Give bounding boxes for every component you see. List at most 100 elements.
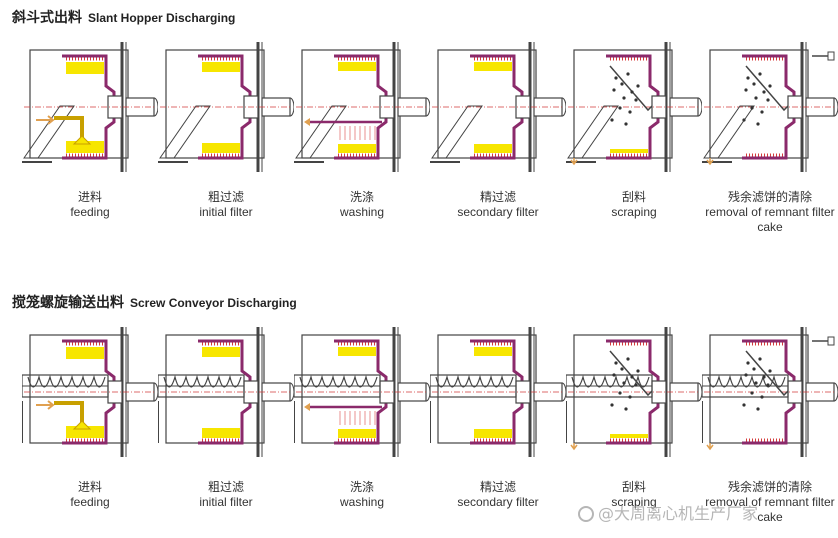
centrifuge-diagram — [566, 42, 702, 172]
shaft-end — [833, 97, 838, 117]
row-title-hopper-en: Slant Hopper Discharging — [88, 11, 236, 25]
feed-pipe — [54, 401, 84, 423]
screw-flight — [27, 374, 106, 388]
diagram-panel — [430, 40, 566, 175]
watermark-text: @大周离心机生产厂家 — [598, 504, 759, 523]
watermark: @大周离心机生产厂家 — [578, 500, 758, 524]
step-caption-cn: 进料 — [77, 190, 102, 204]
scraper-blade — [745, 65, 789, 112]
cake-particle — [750, 106, 754, 110]
cake-particle — [746, 361, 750, 365]
cake-particle — [768, 369, 772, 373]
wash-arrow-icon — [304, 118, 310, 126]
row-title-screw-cn: 搅笼螺旋输送出料 — [12, 295, 124, 311]
cake-particle — [620, 82, 624, 86]
centrifuge-diagram — [702, 42, 838, 172]
cake-particle — [758, 357, 762, 361]
scraper-blade — [609, 65, 653, 112]
centrifuge-diagram — [430, 42, 566, 172]
step-caption-cn: 刮料 — [621, 190, 646, 204]
gas-knife-valve — [827, 336, 835, 346]
centrifuge-diagram — [294, 327, 430, 457]
step-caption-cn: 残余滤饼的清除 — [727, 190, 812, 204]
diagram-panel — [702, 40, 838, 175]
cake-particle — [636, 84, 640, 88]
hopper-chute — [159, 105, 211, 159]
centrifuge-diagram — [294, 42, 430, 172]
cake-particle — [622, 381, 626, 385]
filter-cake-bottom — [338, 429, 376, 438]
step-caption-cn: 洗涤 — [349, 190, 374, 204]
cake-particle — [752, 82, 756, 86]
diagram-panel — [430, 325, 566, 460]
diagram-panel — [294, 325, 430, 460]
filter-cake-bottom — [474, 429, 512, 438]
cake-particle — [614, 361, 618, 365]
step-caption-en: removal of remnant filter cake — [705, 495, 835, 524]
cake-particle — [628, 110, 632, 114]
row-title-screw-en: Screw Conveyor Discharging — [130, 296, 297, 310]
filter-cake-top — [474, 62, 512, 71]
filter-cake-top — [474, 347, 512, 356]
shaft-end — [289, 97, 294, 117]
shaft-end — [425, 382, 430, 402]
hopper-chute — [295, 105, 347, 159]
cake-particle — [754, 96, 758, 100]
diagram-panel — [158, 40, 294, 175]
step-caption-cn: 进料 — [77, 480, 102, 494]
cake-particle — [614, 76, 618, 80]
diagram-panel — [702, 325, 838, 460]
cake-particle — [634, 98, 638, 102]
cake-particle — [610, 403, 614, 407]
cake-particle — [744, 373, 748, 377]
shaft-end — [153, 97, 158, 117]
step-caption-cn: 粗过滤 — [207, 190, 244, 204]
cake-particle — [754, 381, 758, 385]
cake-particle — [630, 375, 634, 379]
step-caption-en: initial filter — [199, 495, 253, 509]
step-caption-cn: 精过滤 — [479, 480, 516, 494]
step-caption-cn: 刮料 — [621, 480, 646, 494]
cake-particle — [760, 395, 764, 399]
screw-flight — [299, 374, 378, 388]
shaft-end — [833, 382, 838, 402]
step-caption-en: feeding — [70, 205, 110, 219]
cake-particle — [746, 76, 750, 80]
cake-particle — [766, 383, 770, 387]
screw-flight — [435, 374, 514, 388]
shaft-end — [425, 97, 430, 117]
feed-pipe — [54, 116, 84, 138]
centrifuge-diagram — [22, 42, 158, 172]
scraper-blade — [745, 350, 789, 397]
cake-particle — [756, 122, 760, 126]
filter-cake-top — [66, 347, 104, 359]
step-caption-en: scraping — [611, 205, 657, 219]
step-caption-en: initial filter — [199, 205, 253, 219]
step-caption-en: removal of remnant filter cake — [705, 205, 835, 234]
row-title-screw: 搅笼螺旋输送出料 Screw Conveyor Discharging — [12, 292, 297, 312]
shaft-end — [697, 382, 702, 402]
cake-particle — [636, 369, 640, 373]
diagram-panel — [566, 40, 702, 175]
filter-cake-bottom — [338, 144, 376, 153]
shaft-end — [289, 382, 294, 402]
cake-particle — [618, 391, 622, 395]
step-caption-cn: 精过滤 — [479, 190, 516, 204]
shaft-end — [153, 382, 158, 402]
filter-cake-bottom — [474, 144, 512, 153]
diagram-panel — [158, 325, 294, 460]
cake-particle — [612, 88, 616, 92]
cake-particle — [624, 122, 628, 126]
step-caption-cn: 残余滤饼的清除 — [727, 480, 812, 494]
diagram-panel — [22, 325, 158, 460]
shaft-end — [561, 97, 566, 117]
centrifuge-diagram — [158, 42, 294, 172]
